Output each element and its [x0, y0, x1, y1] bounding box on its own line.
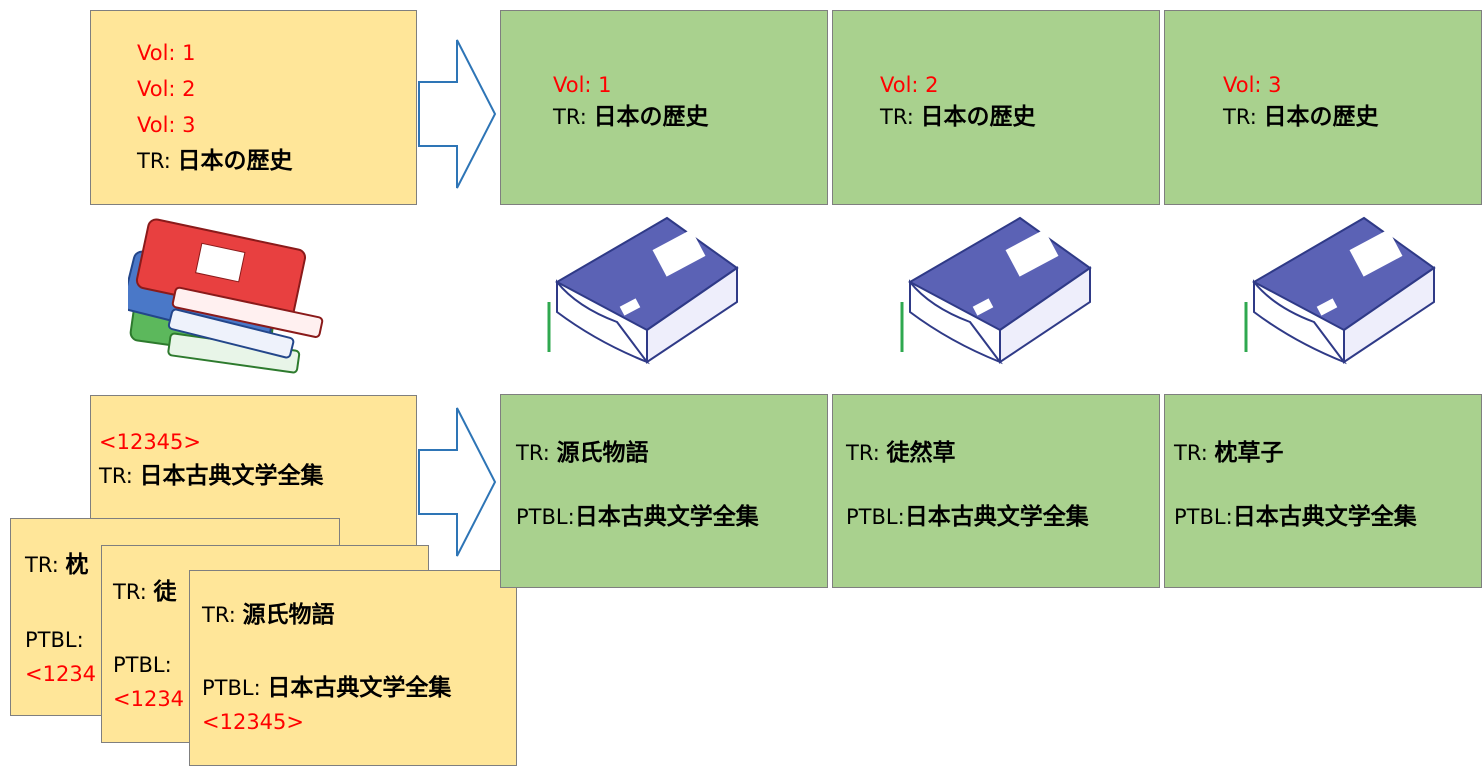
single-book-icon: [1244, 216, 1436, 365]
target-volume-card-1: Vol: 1 TR: 日本の歴史: [500, 10, 828, 205]
tr-label: TR:: [113, 580, 147, 604]
tr-line: TR: 徒然草: [846, 439, 956, 467]
ptbl-title: 日本古典文学全集: [904, 504, 1089, 530]
tr-title: 源氏物語: [556, 440, 649, 466]
analytic-record-card-3: TR: 枕草子 PTBL:日本古典文学全集: [1164, 394, 1482, 588]
ptbl-label: PTBL:: [202, 676, 261, 700]
bottom-arrow-icon: [418, 407, 497, 557]
ptbl-label: PTBL:: [516, 505, 575, 529]
tr-title: 枕: [65, 552, 89, 578]
tr-title: 徒: [153, 579, 177, 605]
tr-label: TR:: [202, 603, 236, 627]
record-id: <1234: [25, 662, 97, 686]
tr-line: TR: 枕: [25, 551, 89, 579]
tr-label: TR:: [516, 441, 550, 465]
analytic-record-card-1: TR: 源氏物語 PTBL:日本古典文学全集: [500, 394, 828, 588]
ptbl-title: 日本古典文学全集: [574, 504, 759, 530]
tr-title: 日本古典文学全集: [139, 463, 324, 489]
tr-line: TR: 日本の歴史: [553, 103, 709, 131]
tr-title: 徒然草: [886, 440, 956, 466]
tr-title: 日本の歴史: [177, 148, 293, 174]
vol-1-label: Vol: 1: [137, 41, 196, 65]
vol-3-label: Vol: 3: [137, 113, 196, 137]
source-volume-card: Vol: 1 Vol: 2 Vol: 3 TR: 日本の歴史: [90, 10, 417, 205]
tr-label: TR:: [553, 105, 587, 129]
tr-title: 日本の歴史: [1263, 104, 1379, 130]
record-id: <1234: [113, 687, 185, 711]
tr-line: TR: 枕草子: [1174, 439, 1284, 467]
ptbl-label: PTBL:: [846, 505, 905, 529]
tr-title: 日本の歴史: [593, 104, 709, 130]
ptbl-title: 日本古典文学全集: [1232, 504, 1417, 530]
target-volume-card-2: Vol: 2 TR: 日本の歴史: [832, 10, 1160, 205]
tr-line: TR: 徒: [113, 578, 177, 606]
ptbl-line: PTBL:日本古典文学全集: [1174, 503, 1417, 531]
ptbl-label: PTBL:: [1174, 505, 1233, 529]
tr-title: 枕草子: [1214, 440, 1284, 466]
ptbl-label: PTBL:: [113, 653, 172, 677]
stacked-books-icon: [128, 218, 324, 374]
tr-line: TR: 日本古典文学全集: [99, 462, 324, 490]
tr-label: TR:: [99, 464, 133, 488]
tr-label: TR:: [1223, 105, 1257, 129]
vol-label: Vol: 2: [880, 73, 939, 97]
vol-label: Vol: 3: [1223, 73, 1282, 97]
analytic-record-card-2: TR: 徒然草 PTBL:日本古典文学全集: [832, 394, 1160, 588]
single-book-icon: [900, 216, 1092, 365]
tr-line: TR: 日本の歴史: [880, 103, 1036, 131]
tr-line: TR: 源氏物語: [202, 601, 335, 629]
tr-label: TR:: [137, 149, 171, 173]
ptbl-line: PTBL: 日本古典文学全集: [202, 674, 451, 702]
ptbl-title: 日本古典文学全集: [267, 675, 452, 701]
ptbl-line: PTBL:日本古典文学全集: [846, 503, 1089, 531]
tr-label: TR:: [880, 105, 914, 129]
item-record-card-front: TR: 源氏物語 PTBL: 日本古典文学全集 <12345>: [189, 570, 517, 766]
record-id: <12345>: [202, 710, 304, 734]
top-arrow-icon: [418, 39, 497, 189]
tr-label: TR:: [25, 553, 59, 577]
single-book-icon: [547, 216, 739, 365]
tr-line: TR: 源氏物語: [516, 439, 649, 467]
tr-label: TR:: [846, 441, 880, 465]
target-volume-card-3: Vol: 3 TR: 日本の歴史: [1164, 10, 1482, 205]
tr-line: TR: 日本の歴史: [137, 147, 293, 175]
ptbl-line: PTBL:日本古典文学全集: [516, 503, 759, 531]
tr-title: 日本の歴史: [920, 104, 1036, 130]
vol-2-label: Vol: 2: [137, 77, 196, 101]
ptbl-label: PTBL:: [25, 628, 84, 652]
vol-label: Vol: 1: [553, 73, 612, 97]
tr-title: 源氏物語: [242, 602, 335, 628]
tr-label: TR:: [1174, 441, 1208, 465]
record-id: <12345>: [99, 430, 201, 454]
tr-line: TR: 日本の歴史: [1223, 103, 1379, 131]
